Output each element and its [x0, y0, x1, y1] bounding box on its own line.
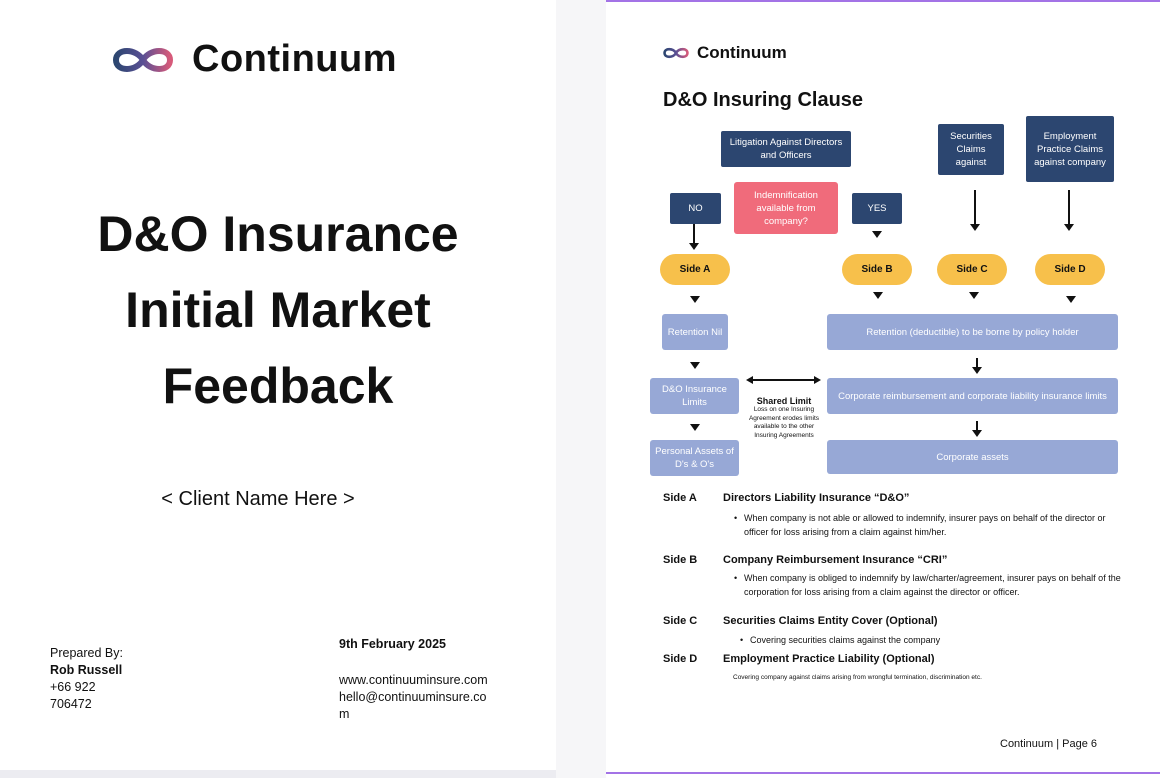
- shared-limit-note: Shared Limit Loss on one Insuring Agreem…: [748, 396, 820, 440]
- page-title: D&O Insuring Clause: [663, 89, 864, 111]
- side-b-label: Side B: [663, 554, 698, 566]
- arrow-head: [972, 367, 982, 374]
- bottom-rule: [606, 772, 1160, 774]
- brand-logo: Continuum: [110, 38, 397, 81]
- page-footer: Continuum | Page 6: [1000, 738, 1098, 750]
- contact-info: www.continuuminsure.com hello@continuumi…: [339, 672, 501, 723]
- side-a-label: Side A: [663, 492, 697, 504]
- arrow-line: [974, 190, 976, 226]
- side-c-heading: Securities Claims Entity Cover (Optional…: [723, 615, 938, 627]
- arrow-head: [690, 296, 700, 303]
- brand-logo-small: Continuum: [662, 43, 787, 63]
- shared-arrow-line: [752, 379, 814, 381]
- side-a-oval: Side A: [660, 254, 730, 285]
- arrow-head-right: [814, 376, 821, 384]
- phone-line: 706472: [50, 697, 92, 711]
- arrow-head: [690, 362, 700, 369]
- infinity-logo-icon: [112, 47, 174, 72]
- corporate-assets-box: Corporate assets: [827, 440, 1118, 474]
- page-gap: [556, 0, 606, 778]
- arrow-head: [969, 292, 979, 299]
- report-date: 9th February 2025: [339, 637, 446, 651]
- arrow-head: [1064, 224, 1074, 231]
- side-c-bullet: Covering securities claims against the c…: [750, 635, 941, 645]
- personal-assets-box: Personal Assets of D's & O's: [650, 440, 739, 476]
- arrow-head: [689, 243, 699, 250]
- cover-title-line: D&O Insurance: [97, 206, 459, 262]
- do-limits-box: D&O Insurance Limits: [650, 378, 739, 414]
- side-c-body: • Covering securities claims against the …: [740, 633, 1130, 647]
- brand-name-small: Continuum: [697, 43, 787, 62]
- shared-limit-heading: Shared Limit: [756, 396, 812, 406]
- arrow-head: [972, 430, 982, 437]
- yes-box: YES: [852, 193, 902, 224]
- phone-line: +66 922: [50, 680, 96, 694]
- side-a-body: • When company is not able or allowed to …: [734, 511, 1124, 539]
- arrow-line: [1068, 190, 1070, 226]
- arrow-head: [873, 292, 883, 299]
- email-link-wrap: m: [339, 707, 350, 721]
- arrow-head: [1066, 296, 1076, 303]
- securities-box: Securities Claims against: [938, 124, 1004, 175]
- corporate-reimbursement-box: Corporate reimbursement and corporate li…: [827, 378, 1118, 414]
- prepared-label: Prepared By:: [50, 646, 123, 660]
- side-b-heading: Company Reimbursement Insurance “CRI”: [723, 554, 948, 566]
- arrow-head: [970, 224, 980, 231]
- arrow-line: [693, 224, 695, 244]
- side-a-heading: Directors Liability Insurance “D&O”: [723, 492, 910, 504]
- no-box: NO: [670, 193, 721, 224]
- side-b-bullet: When company is obliged to indemnify by …: [744, 573, 1121, 597]
- arrow-head-left: [746, 376, 753, 384]
- bullet-icon: •: [734, 573, 738, 583]
- brand-name: Continuum: [192, 38, 398, 80]
- shared-limit-desc: Loss on one Insuring Agreement erodes li…: [748, 406, 820, 439]
- arrow-head: [690, 424, 700, 431]
- side-c-label: Side C: [663, 615, 698, 627]
- side-b-oval: Side B: [842, 254, 912, 285]
- retention-deductible-box: Retention (deductible) to be borne by po…: [827, 314, 1118, 350]
- cover-title: D&O Insurance Initial Market Feedback: [40, 196, 516, 424]
- email-link[interactable]: hello@continuuminsure.co: [339, 690, 487, 704]
- prepared-name: Rob Russell: [50, 663, 123, 677]
- arrow-line: [976, 358, 978, 368]
- indemnification-box: Indemnification available from company?: [734, 182, 838, 234]
- side-d-heading: Employment Practice Liability (Optional): [723, 653, 935, 665]
- side-d-label: Side D: [663, 653, 698, 665]
- infinity-logo-icon: [663, 47, 689, 59]
- arrow-line: [976, 421, 978, 431]
- employment-box: Employment Practice Claims against compa…: [1026, 116, 1114, 182]
- arrow-head: [872, 231, 882, 238]
- side-c-oval: Side C: [937, 254, 1007, 285]
- side-d-oval: Side D: [1035, 254, 1105, 285]
- page-shadow: [0, 770, 556, 778]
- litigation-box: Litigation Against Directors and Officer…: [721, 131, 851, 167]
- side-a-bullet: When company is not able or allowed to i…: [744, 513, 1106, 537]
- website-link[interactable]: www.continuuminsure.com: [339, 673, 488, 687]
- client-name: < Client Name Here >: [161, 488, 355, 510]
- bullet-icon: •: [734, 513, 738, 523]
- cover-title-line: Feedback: [162, 358, 394, 414]
- retention-nil-box: Retention Nil: [662, 314, 728, 350]
- cover-page: [0, 0, 556, 770]
- side-b-body: • When company is obliged to indemnify by…: [734, 571, 1124, 599]
- top-rule: [606, 0, 1160, 2]
- prepared-by: Prepared By: Rob Russell +66 922 706472: [50, 645, 123, 713]
- side-d-note: Covering company against claims arising …: [733, 674, 982, 681]
- bullet-icon: •: [740, 635, 744, 645]
- cover-title-line: Initial Market: [125, 282, 431, 338]
